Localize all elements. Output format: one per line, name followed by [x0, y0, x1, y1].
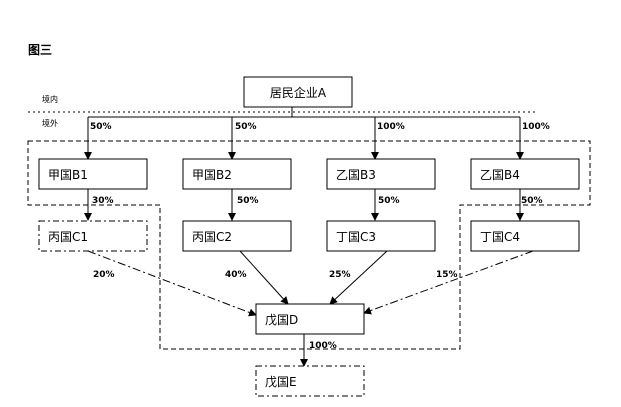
node-b3-label: 乙国B3: [336, 168, 376, 182]
node-resident-enterprise-a: [243, 76, 353, 108]
node-c2-label: 丙国C2: [192, 230, 232, 244]
node-c1: [38, 220, 148, 252]
figure-title: 图三: [28, 43, 52, 57]
arrow-c4-d: [363, 250, 534, 315]
node-c3-label: 丁国C3: [336, 230, 376, 244]
pct-b4-c4: 50%: [521, 196, 543, 206]
node-c1-label: 丙国C1: [48, 230, 88, 244]
node-c3: [326, 220, 436, 252]
node-b1-label: 甲国B1: [48, 168, 88, 182]
pct-d-e: 100%: [309, 341, 337, 351]
node-e-label: 戊国E: [265, 375, 297, 389]
pct-c1-d: 20%: [93, 270, 115, 280]
node-b1: [38, 158, 148, 190]
pct-b2-c2: 50%: [237, 196, 259, 206]
node-c2: [182, 220, 292, 252]
node-c4: [470, 220, 580, 252]
node-b3: [326, 158, 436, 190]
arrow-c3-d: [329, 250, 388, 305]
node-b4: [470, 158, 580, 190]
pct-a-b4: 100%: [522, 122, 550, 132]
node-b4-label: 乙国B4: [480, 168, 520, 182]
node-e: [255, 365, 365, 397]
dashed-group-region: [27, 140, 591, 350]
node-d-label: 戊国D: [265, 313, 298, 327]
arrow-c1-d: [87, 250, 257, 317]
pct-c4-d: 15%: [436, 270, 458, 280]
pct-b3-c3: 50%: [378, 196, 400, 206]
node-b2: [182, 158, 292, 190]
pct-c3-d: 25%: [329, 270, 351, 280]
domestic-label: 境内: [42, 94, 58, 104]
node-c4-label: 丁国C4: [480, 230, 520, 244]
node-b2-label: 甲国B2: [192, 168, 232, 182]
pct-c2-d: 40%: [225, 270, 247, 280]
pct-a-b3: 100%: [377, 122, 405, 132]
node-d: [255, 303, 365, 335]
pct-b1-c1: 30%: [92, 196, 114, 206]
pct-a-b1: 50%: [90, 122, 112, 132]
node-a-label: 居民企业A: [270, 85, 327, 100]
overseas-label: 境外: [42, 118, 58, 128]
arrow-c2-d: [239, 250, 289, 305]
pct-a-b2: 50%: [235, 122, 257, 132]
